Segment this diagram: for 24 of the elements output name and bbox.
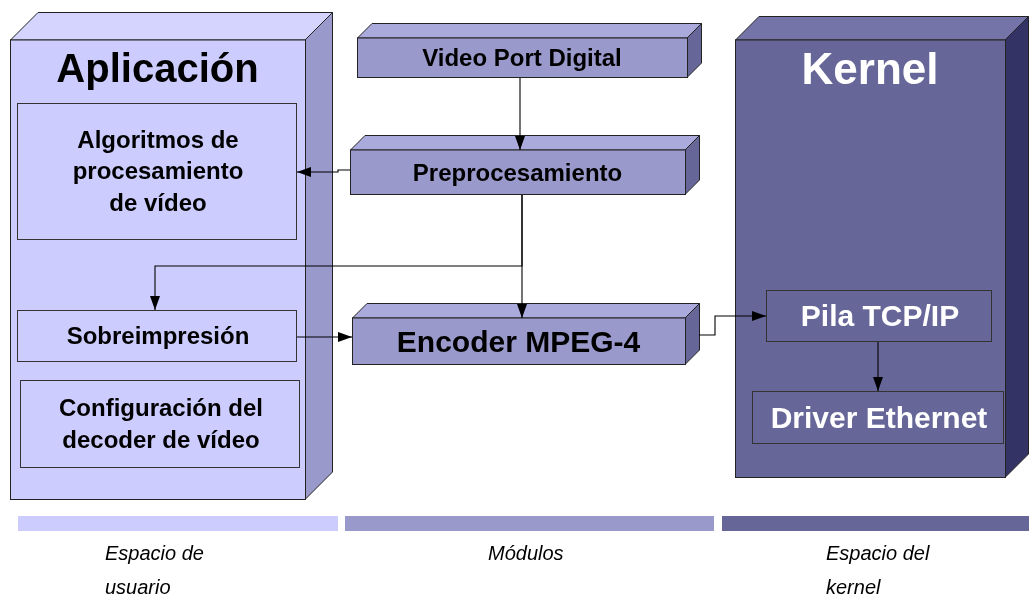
arrow: [296, 332, 353, 342]
component-label: Video Port Digital: [422, 43, 622, 74]
component-box: [20, 380, 300, 468]
component-label: Driver Ethernet: [770, 399, 988, 436]
block-heading: Kernel: [801, 43, 939, 96]
block-heading: Aplicación: [56, 44, 259, 92]
region-label: Módulos: [488, 541, 565, 566]
component-label: Pila TCP/IP: [800, 298, 960, 334]
component-box: [766, 290, 992, 342]
component-label: Encoder MPEG-4: [396, 324, 641, 360]
region-label: Espacio de usuario: [105, 541, 205, 600]
component-label: Preprocesamiento: [412, 157, 623, 188]
component-label: Sobreimpresión: [66, 320, 250, 351]
arrow: [296, 167, 351, 177]
component-box: [17, 310, 297, 362]
component-box: [17, 103, 297, 240]
arrow: [873, 341, 883, 392]
component-box: [752, 391, 1004, 444]
component-label: Configuración del decoder de vídeo: [58, 393, 264, 455]
arrow: [515, 77, 525, 151]
arrow: [698, 311, 767, 336]
region-label: Espacio del kernel: [826, 541, 931, 600]
component-label: Algoritmos de procesamiento de vídeo: [71, 125, 245, 218]
arrow: [150, 194, 523, 311]
